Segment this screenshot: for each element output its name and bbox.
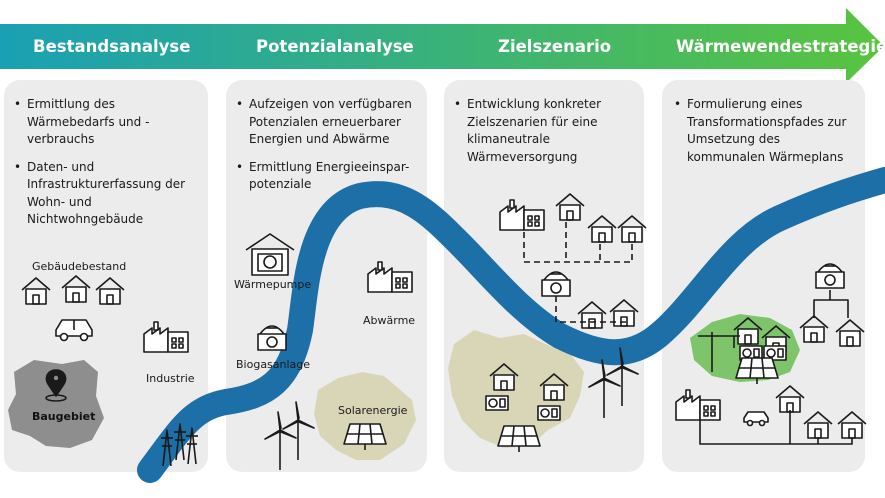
bullets-waermewendestrategie: Formulierung eines Transformationspfades… [674,96,860,176]
house-icon [835,319,865,347]
label-solarenergie: Solarenergie [338,404,408,417]
heat-pump-icon [485,395,509,411]
network-lines [523,222,633,263]
house-icon [489,363,519,391]
pylon-icon [185,427,199,465]
label-baugebiet: Baugebiet [32,410,96,423]
bullets-bestandsanalyse: Ermittlung des Wärmebedarfs und -verbrau… [14,96,204,239]
stage-title-bestandsanalyse: Bestandsanalyse [33,37,191,56]
label-industrie: Industrie [146,372,195,385]
label-biogasanlage: Biogasanlage [236,358,311,371]
label-abwaerme: Abwärme [363,314,416,327]
bullet-item: Daten- und Infrastrukturerfassung der Wo… [14,159,204,229]
house-icon [21,277,51,305]
house-icon [837,411,867,439]
baugebiet-area [8,360,104,448]
process-arrow [0,8,884,83]
network-lines [555,296,626,323]
pylon-icon [173,423,187,461]
solar-terrain [314,372,416,460]
biogas-plant-icon [815,263,845,289]
bullet-item: Formulierung eines Transformationspfades… [674,96,860,166]
factory-icon [143,321,189,353]
pylon-icon [160,429,174,467]
house-icon [803,411,833,439]
house-icon [555,193,585,221]
house-icon [587,215,617,243]
wind-turbine-icon [588,359,621,419]
network-lines [813,290,849,318]
solar-panel-icon [343,423,387,451]
factory-icon [367,261,413,293]
wind-turbine-icon [264,411,297,471]
bullet-item: Ermittlung des Wärmebedarfs und -verbrau… [14,96,204,149]
car-icon [55,319,93,342]
stage-title-waermewendestrategie: Wärmewendestrategie [676,37,885,56]
network-lines [699,410,853,445]
stage-title-zielszenario: Zielszenario [498,37,612,56]
biogas-plant-icon [541,271,571,297]
heat-pump-icon [537,405,561,421]
bullets-zielszenario: Entwicklung konkreter Zielszenarien für … [454,96,640,176]
house-icon [95,277,125,305]
location-pin-icon [45,369,67,402]
car-icon [743,411,769,427]
house-icon [775,385,805,413]
label-waermepumpe: Wärmepumpe [234,278,312,291]
house-icon [733,317,763,345]
biogas-plant-icon [257,325,287,351]
house-icon [617,215,647,243]
bullet-item: Entwicklung konkreter Zielszenarien für … [454,96,640,166]
bullets-potenzialanalyse: Aufzeigen von verfügbaren Potenzialen er… [236,96,424,204]
house-icon [799,315,829,343]
label-gebaeudebestand: Gebäudebestand [32,260,127,273]
wind-turbine-icon [606,347,639,407]
factory-icon [675,389,721,421]
wind-turbine-icon [282,401,315,461]
house-icon [61,275,91,303]
factory-icon [499,199,545,231]
house-icon [577,301,607,329]
crane-icon [698,332,740,372]
heat-pump-icon [245,233,295,276]
river [137,167,885,483]
solar-panel-icon [735,357,779,385]
house-icon [539,373,569,401]
bullet-item: Aufzeigen von verfügbaren Potenzialen er… [236,96,424,149]
bullet-item: Ermittlung Energieeinspar-potenziale [236,159,424,194]
stage-title-potenzialanalyse: Potenzialanalyse [256,37,414,56]
solar-panel-icon [497,425,541,453]
